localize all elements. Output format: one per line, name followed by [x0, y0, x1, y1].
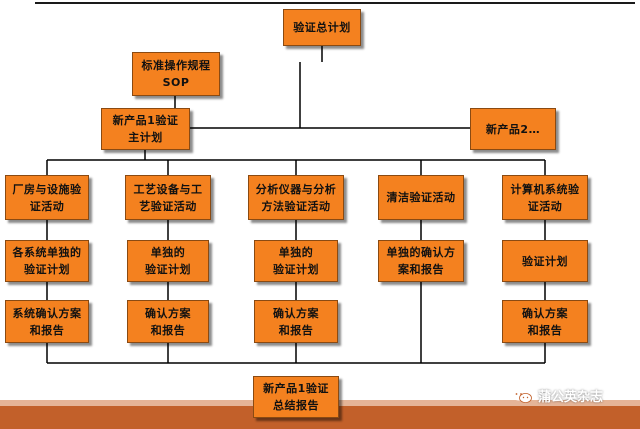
box-process-plans: 单独的 验证计划 [127, 240, 209, 282]
box-process-equipment-validation: 工艺设备与工 艺验证活动 [125, 175, 211, 220]
box-analytical-reports: 确认方案 和报告 [254, 300, 338, 343]
watermark-text: 蒲公英杂志 [538, 390, 604, 405]
box-cleaning-validation: 清洁验证活动 [378, 175, 464, 220]
box-product2: 新产品2… [470, 108, 556, 150]
box-facility-plans: 各系统单独的 验证计划 [5, 240, 89, 282]
box-analytical-validation: 分析仪器与分析 方法验证活动 [248, 175, 344, 220]
box-process-reports: 确认方案 和报告 [127, 300, 209, 343]
watermark: 蒲公英杂志 [511, 386, 603, 405]
wechat-icon [512, 389, 532, 403]
top-rule [35, 2, 635, 4]
box-cleaning-protocols: 单独的确认方 案和报告 [378, 240, 464, 282]
box-facility-validation: 厂房与设施验 证活动 [5, 175, 89, 220]
box-sop: 标准操作规程 SOP [132, 52, 220, 96]
box-computer-validation: 计算机系统验 证活动 [502, 175, 588, 220]
box-computer-plan: 验证计划 [502, 240, 588, 282]
box-computer-reports: 确认方案 和报告 [502, 300, 588, 343]
box-validation-master-plan: 验证总计划 [283, 9, 361, 46]
box-analytical-plans: 单独的 验证计划 [254, 240, 338, 282]
wire-bus-drops [46, 160, 546, 175]
box-facility-reports: 系统确认方案 和报告 [5, 300, 89, 343]
wire-bottom-bus [46, 282, 546, 364]
box-product1-master-plan: 新产品1验证 主计划 [101, 108, 190, 150]
box-product1-summary-report: 新产品1验证 总结报告 [253, 376, 339, 418]
